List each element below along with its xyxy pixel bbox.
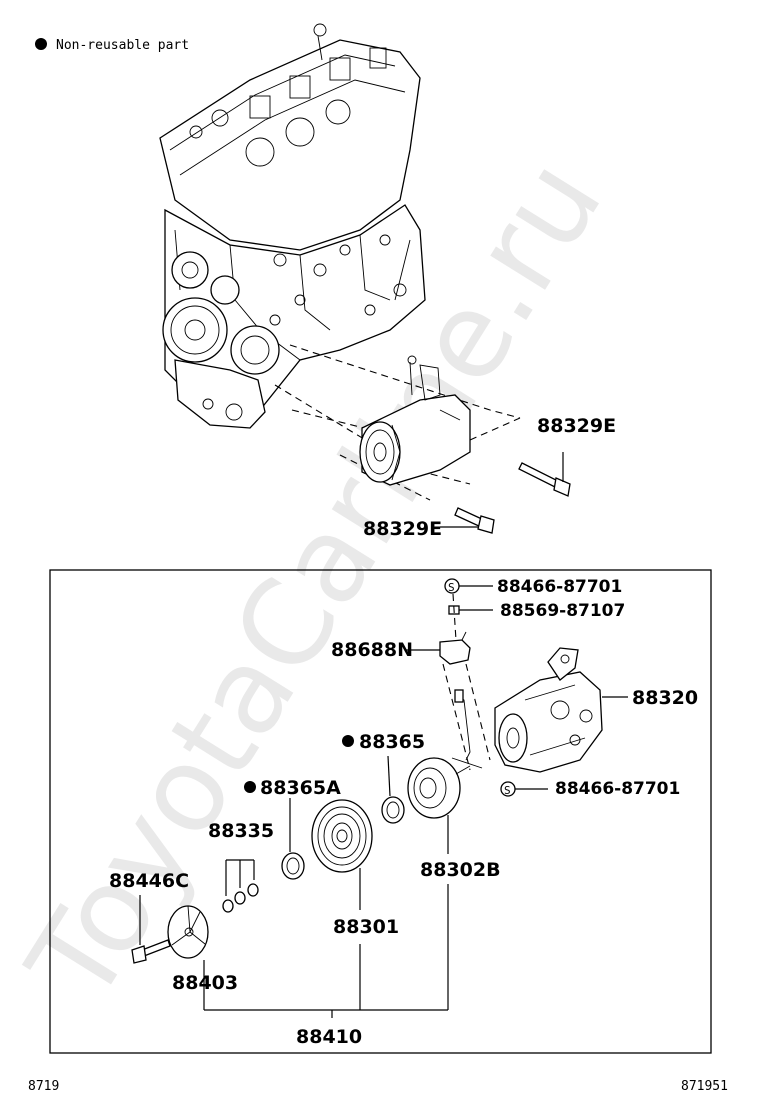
- non-reusable-icon-88365: [342, 735, 354, 747]
- label-88688n[interactable]: 88688N: [331, 639, 413, 661]
- label-88365[interactable]: 88365: [359, 731, 425, 753]
- s-mark-top: S: [448, 581, 455, 594]
- s-mark-bottom: S: [504, 784, 511, 797]
- footer-right-code: 871951: [681, 1079, 728, 1094]
- label-88466-87701-bottom[interactable]: 88466-87701: [555, 779, 680, 799]
- pulley-88301: [311, 799, 373, 873]
- non-reusable-bullet-icon: [35, 38, 47, 50]
- label-88302b[interactable]: 88302B: [420, 859, 501, 881]
- bolt-88329e-lower: [454, 507, 495, 534]
- assy-bracket: [204, 884, 449, 1018]
- label-88301[interactable]: 88301: [333, 916, 399, 938]
- compressor-88320: [494, 647, 603, 773]
- footer-left-code: 8719: [28, 1079, 59, 1094]
- detail-frame: [49, 569, 712, 1054]
- harness-wire: [451, 689, 483, 769]
- snap-ring-88365a: [281, 852, 305, 880]
- label-88410[interactable]: 88410: [296, 1026, 362, 1048]
- label-88329e-right[interactable]: 88329E: [537, 415, 616, 437]
- shims-88335: [222, 883, 259, 913]
- label-88446c[interactable]: 88446C: [109, 870, 189, 892]
- non-reusable-icon-88365a: [244, 781, 256, 793]
- stator-88302b: [407, 757, 471, 819]
- connector-88688n: [439, 631, 471, 665]
- label-88320[interactable]: 88320: [632, 687, 698, 709]
- label-88365a[interactable]: 88365A: [260, 777, 341, 799]
- label-88466-87701-top[interactable]: 88466-87701: [497, 577, 622, 597]
- label-88329e-lower[interactable]: 88329E: [363, 518, 442, 540]
- label-88569-87107[interactable]: 88569-87107: [500, 601, 625, 621]
- bolt-88329e-right: [518, 462, 571, 497]
- legend-text: Non-reusable part: [56, 38, 189, 53]
- bolt-88446c: [131, 939, 171, 964]
- hub-88403: [167, 905, 209, 959]
- label-88403[interactable]: 88403: [172, 972, 238, 994]
- snap-ring-88365: [381, 796, 405, 824]
- label-88335[interactable]: 88335: [208, 820, 274, 842]
- compressor-upper: [359, 355, 471, 486]
- engine-illustration: [159, 23, 426, 429]
